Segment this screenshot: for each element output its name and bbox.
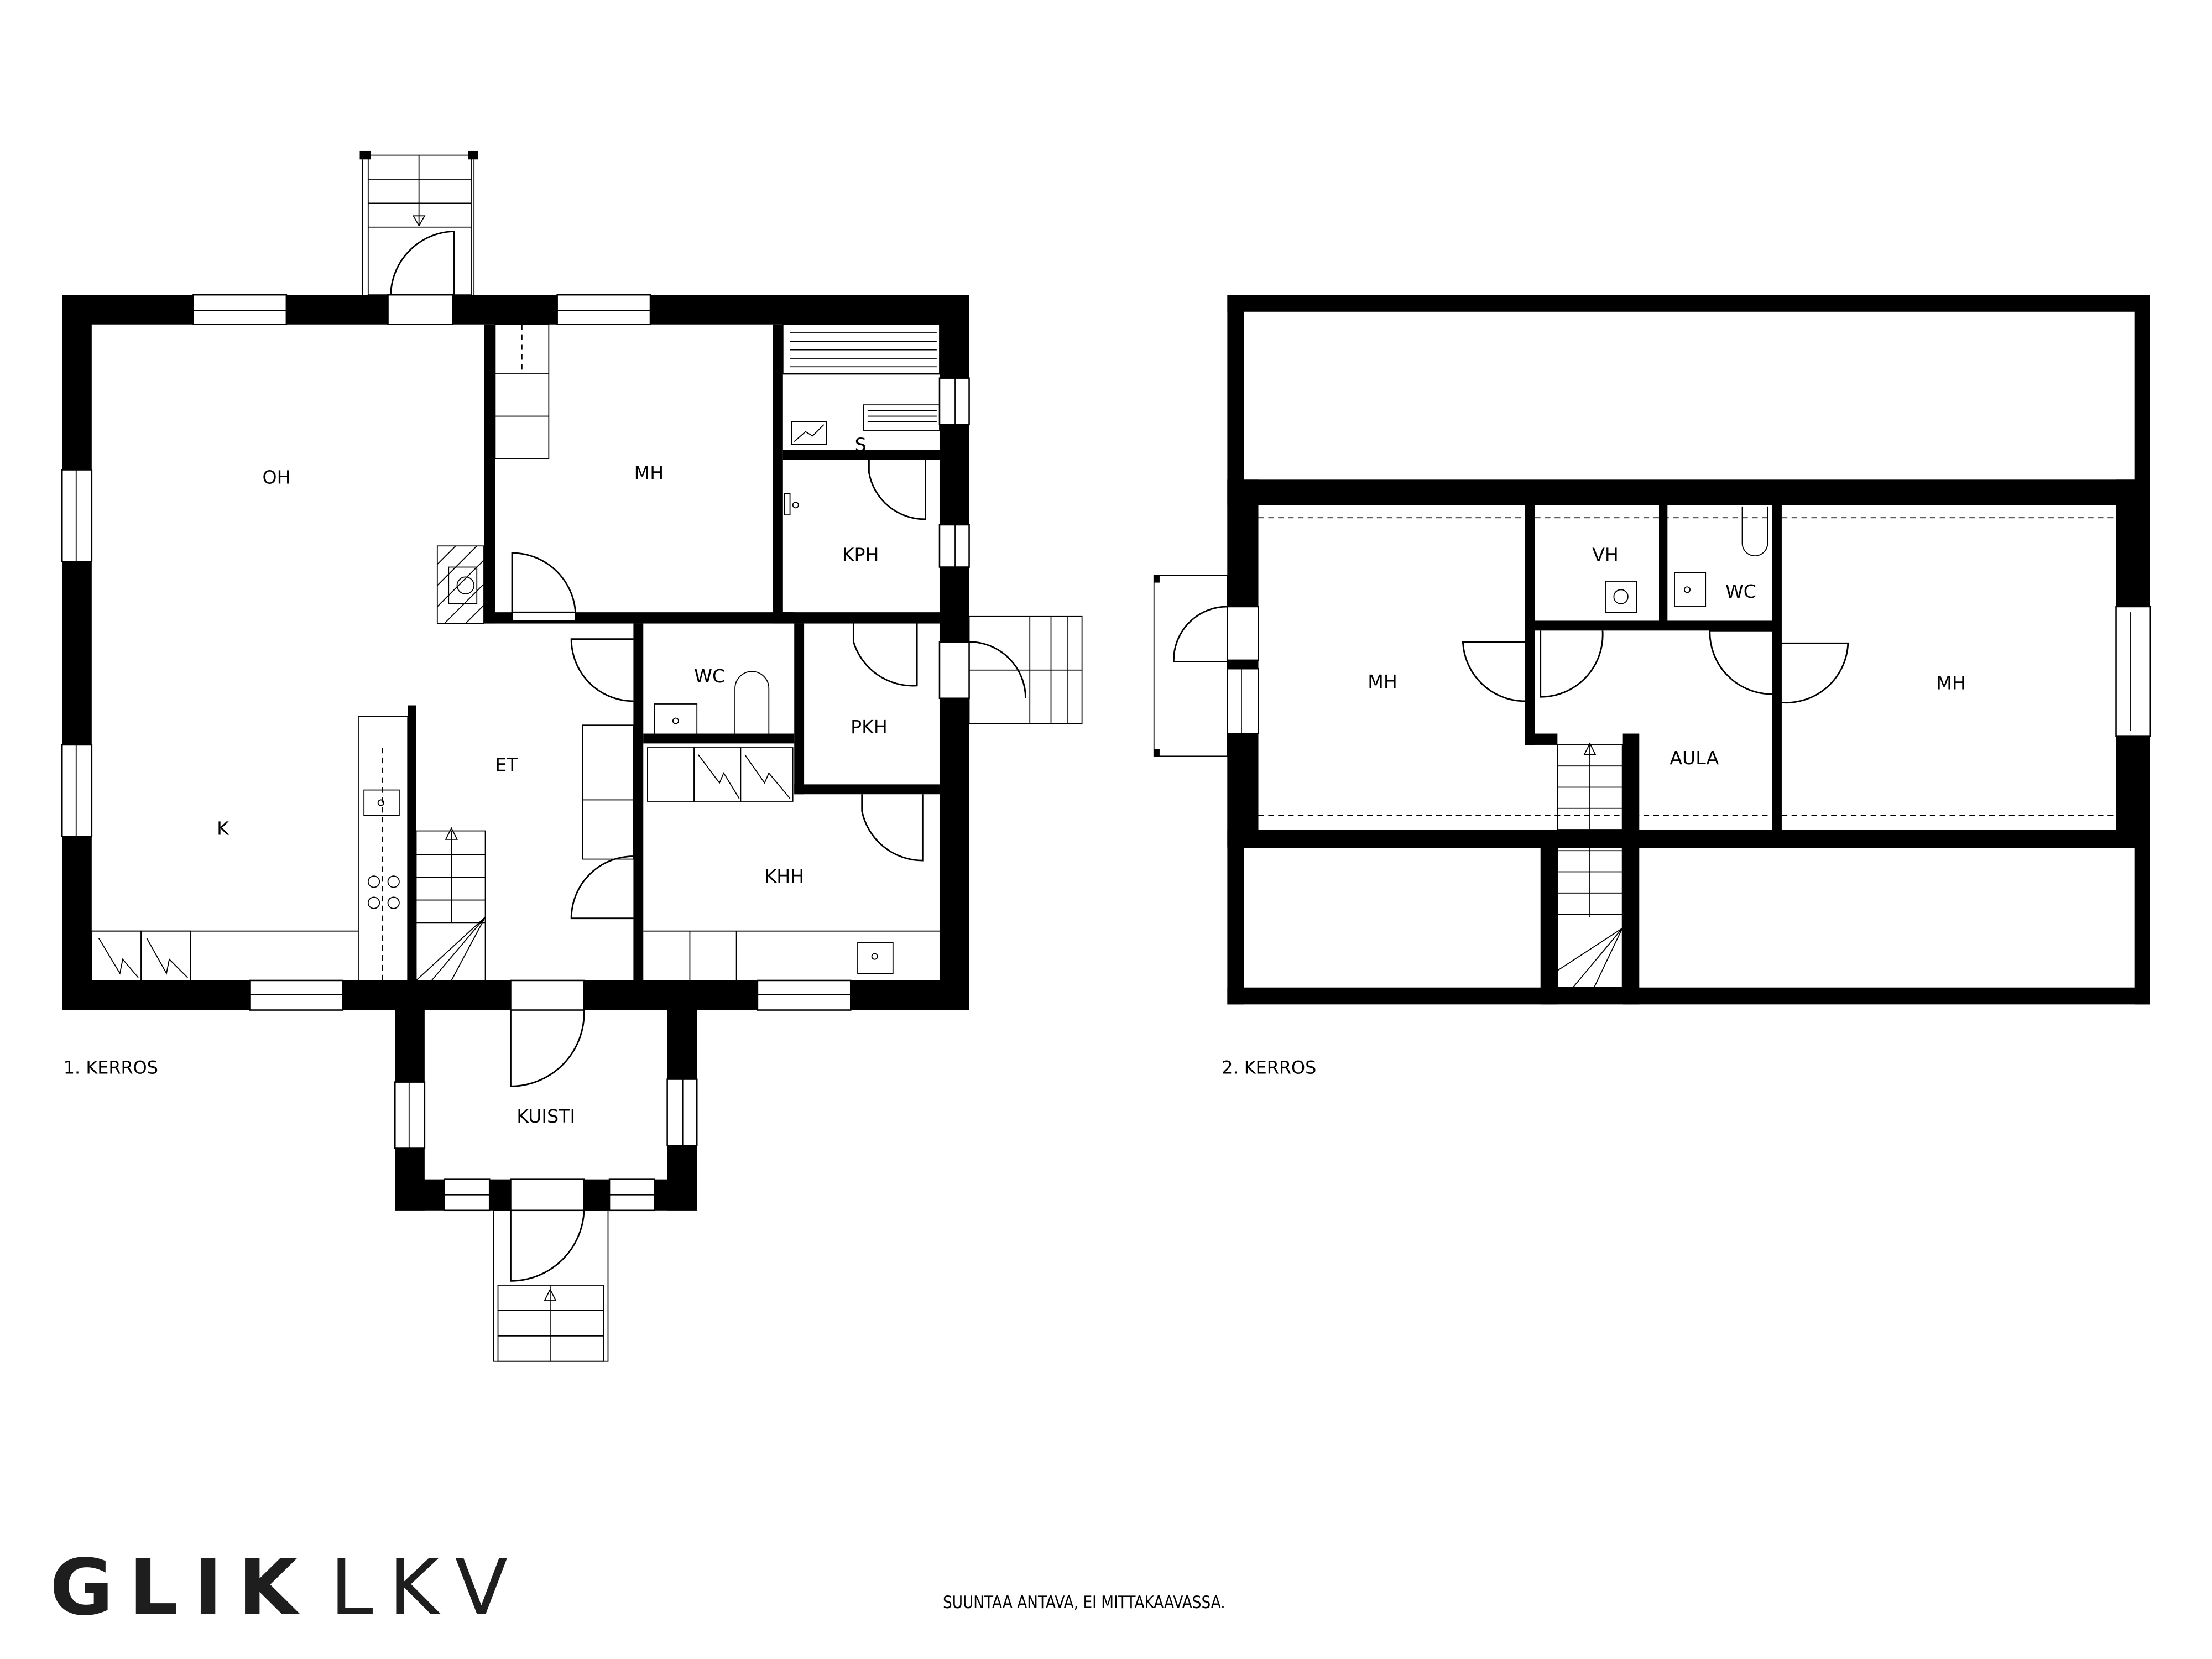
room-label-vh: VH <box>1592 544 1619 566</box>
room-label-kuisti: KUISTI <box>517 1105 575 1127</box>
room-label-khh: KHH <box>765 865 805 887</box>
room-label-mh-left: MH <box>1368 671 1397 692</box>
kuisti-porch <box>394 1001 698 1362</box>
room-label-pkh: PKH <box>851 716 888 738</box>
floor-1-label: 1. KERROS <box>64 1057 158 1078</box>
room-label-wc: WC <box>694 665 725 687</box>
room-label-mh: MH <box>634 462 664 484</box>
room-label-k: K <box>217 817 229 839</box>
room-label-aula: AULA <box>1670 747 1719 769</box>
room-label-et: ET <box>495 754 518 776</box>
room-label-kph: KPH <box>842 544 879 566</box>
room-label-oh: OH <box>262 466 290 488</box>
room-label-s: S <box>855 434 867 456</box>
brand-logo-light: LKV <box>330 1543 524 1633</box>
floor-2-label: 2. KERROS <box>1222 1057 1316 1078</box>
room-label-mh-right: MH <box>1936 672 1966 694</box>
brand-logo-bold: GLIK <box>50 1543 314 1633</box>
floor-1-plan <box>61 150 1083 1011</box>
disclaimer-text: SUUNTAA ANTAVA, EI MITTAKAAVASSA. <box>943 1593 1225 1613</box>
room-label-wc-2: WC <box>1725 581 1756 602</box>
floor-2-plan <box>1153 295 2151 1005</box>
